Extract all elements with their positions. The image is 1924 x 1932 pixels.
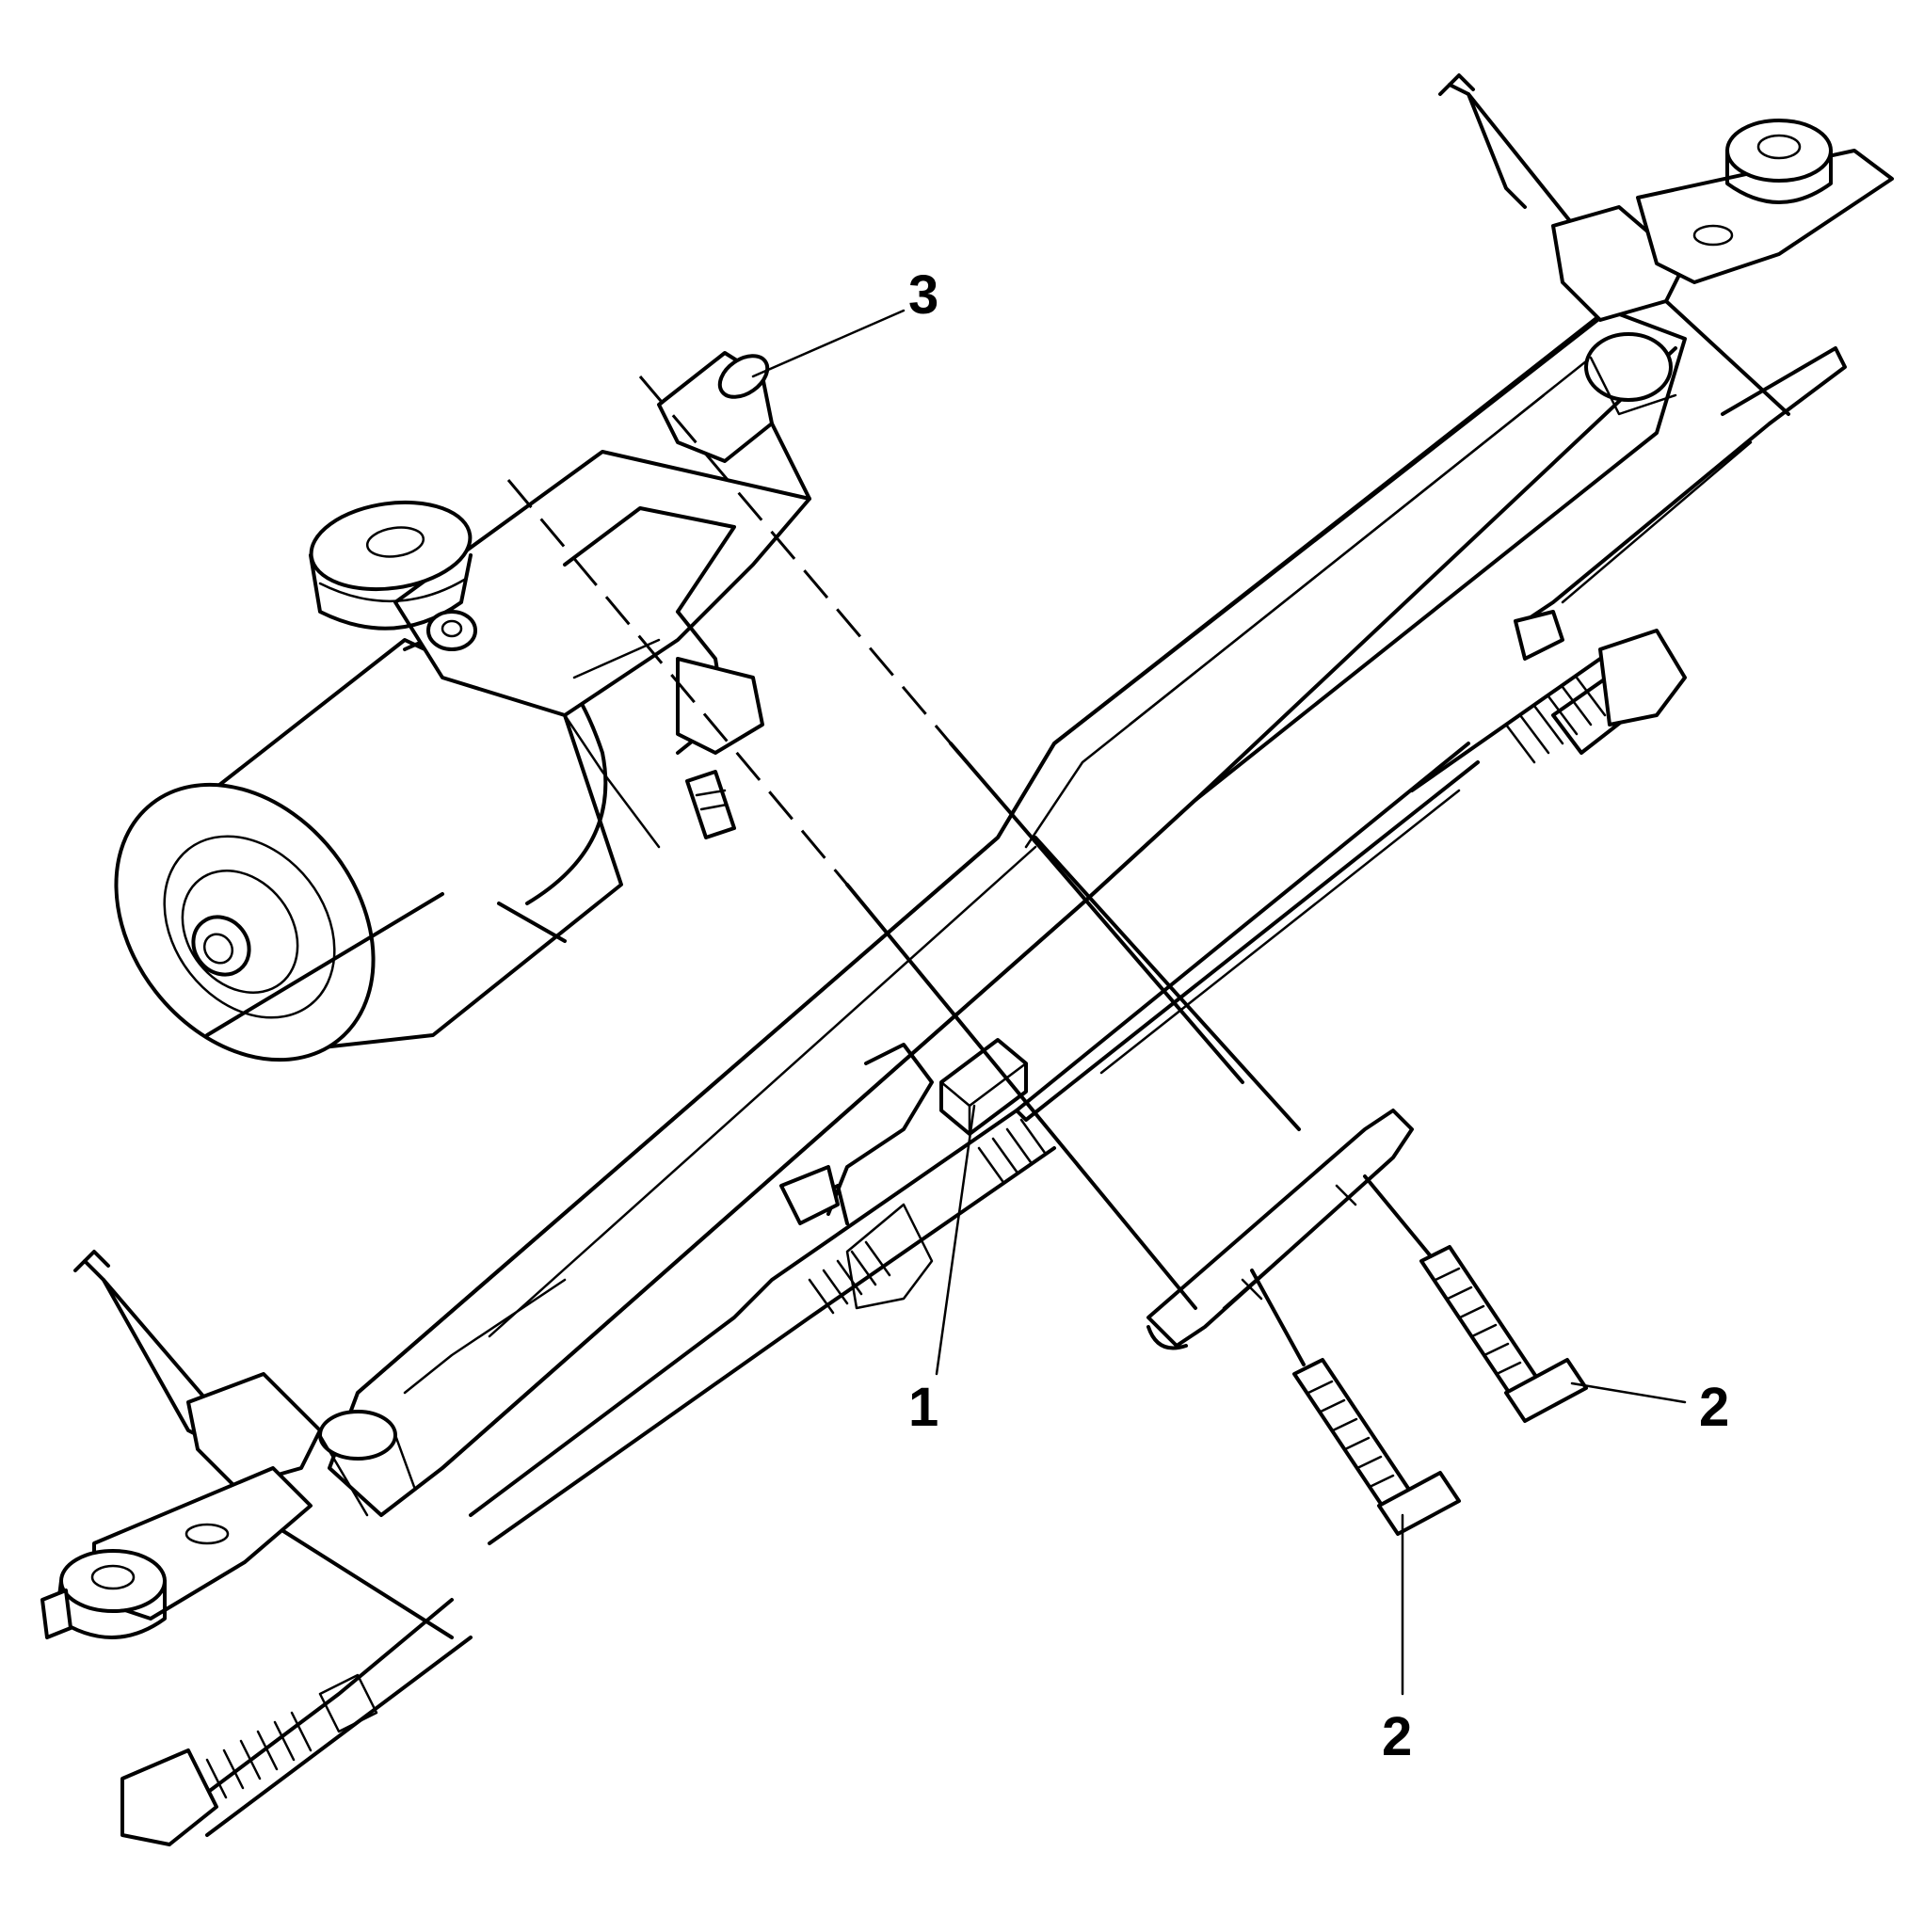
link-rod-left xyxy=(120,1109,1056,1846)
leader-lines xyxy=(751,309,1687,1696)
wiper-motor xyxy=(114,351,811,1062)
wiper-frame-tube xyxy=(328,309,1687,1517)
callout-3: 3 xyxy=(908,264,938,326)
callout-2-upper: 2 xyxy=(1699,1377,1729,1438)
callout-1: 1 xyxy=(908,1377,938,1438)
bolt-2b xyxy=(1292,1358,1461,1536)
mounting-bracket xyxy=(1146,1109,1414,1350)
link-rod-right xyxy=(1015,629,1687,1122)
pivot-left xyxy=(40,1250,454,1639)
pivot-right xyxy=(1438,73,1894,661)
alignment-lines xyxy=(506,375,1433,1366)
callout-2-lower: 2 xyxy=(1382,1706,1412,1767)
lower-mount xyxy=(779,1043,934,1310)
bolt-2a xyxy=(1419,1245,1588,1423)
